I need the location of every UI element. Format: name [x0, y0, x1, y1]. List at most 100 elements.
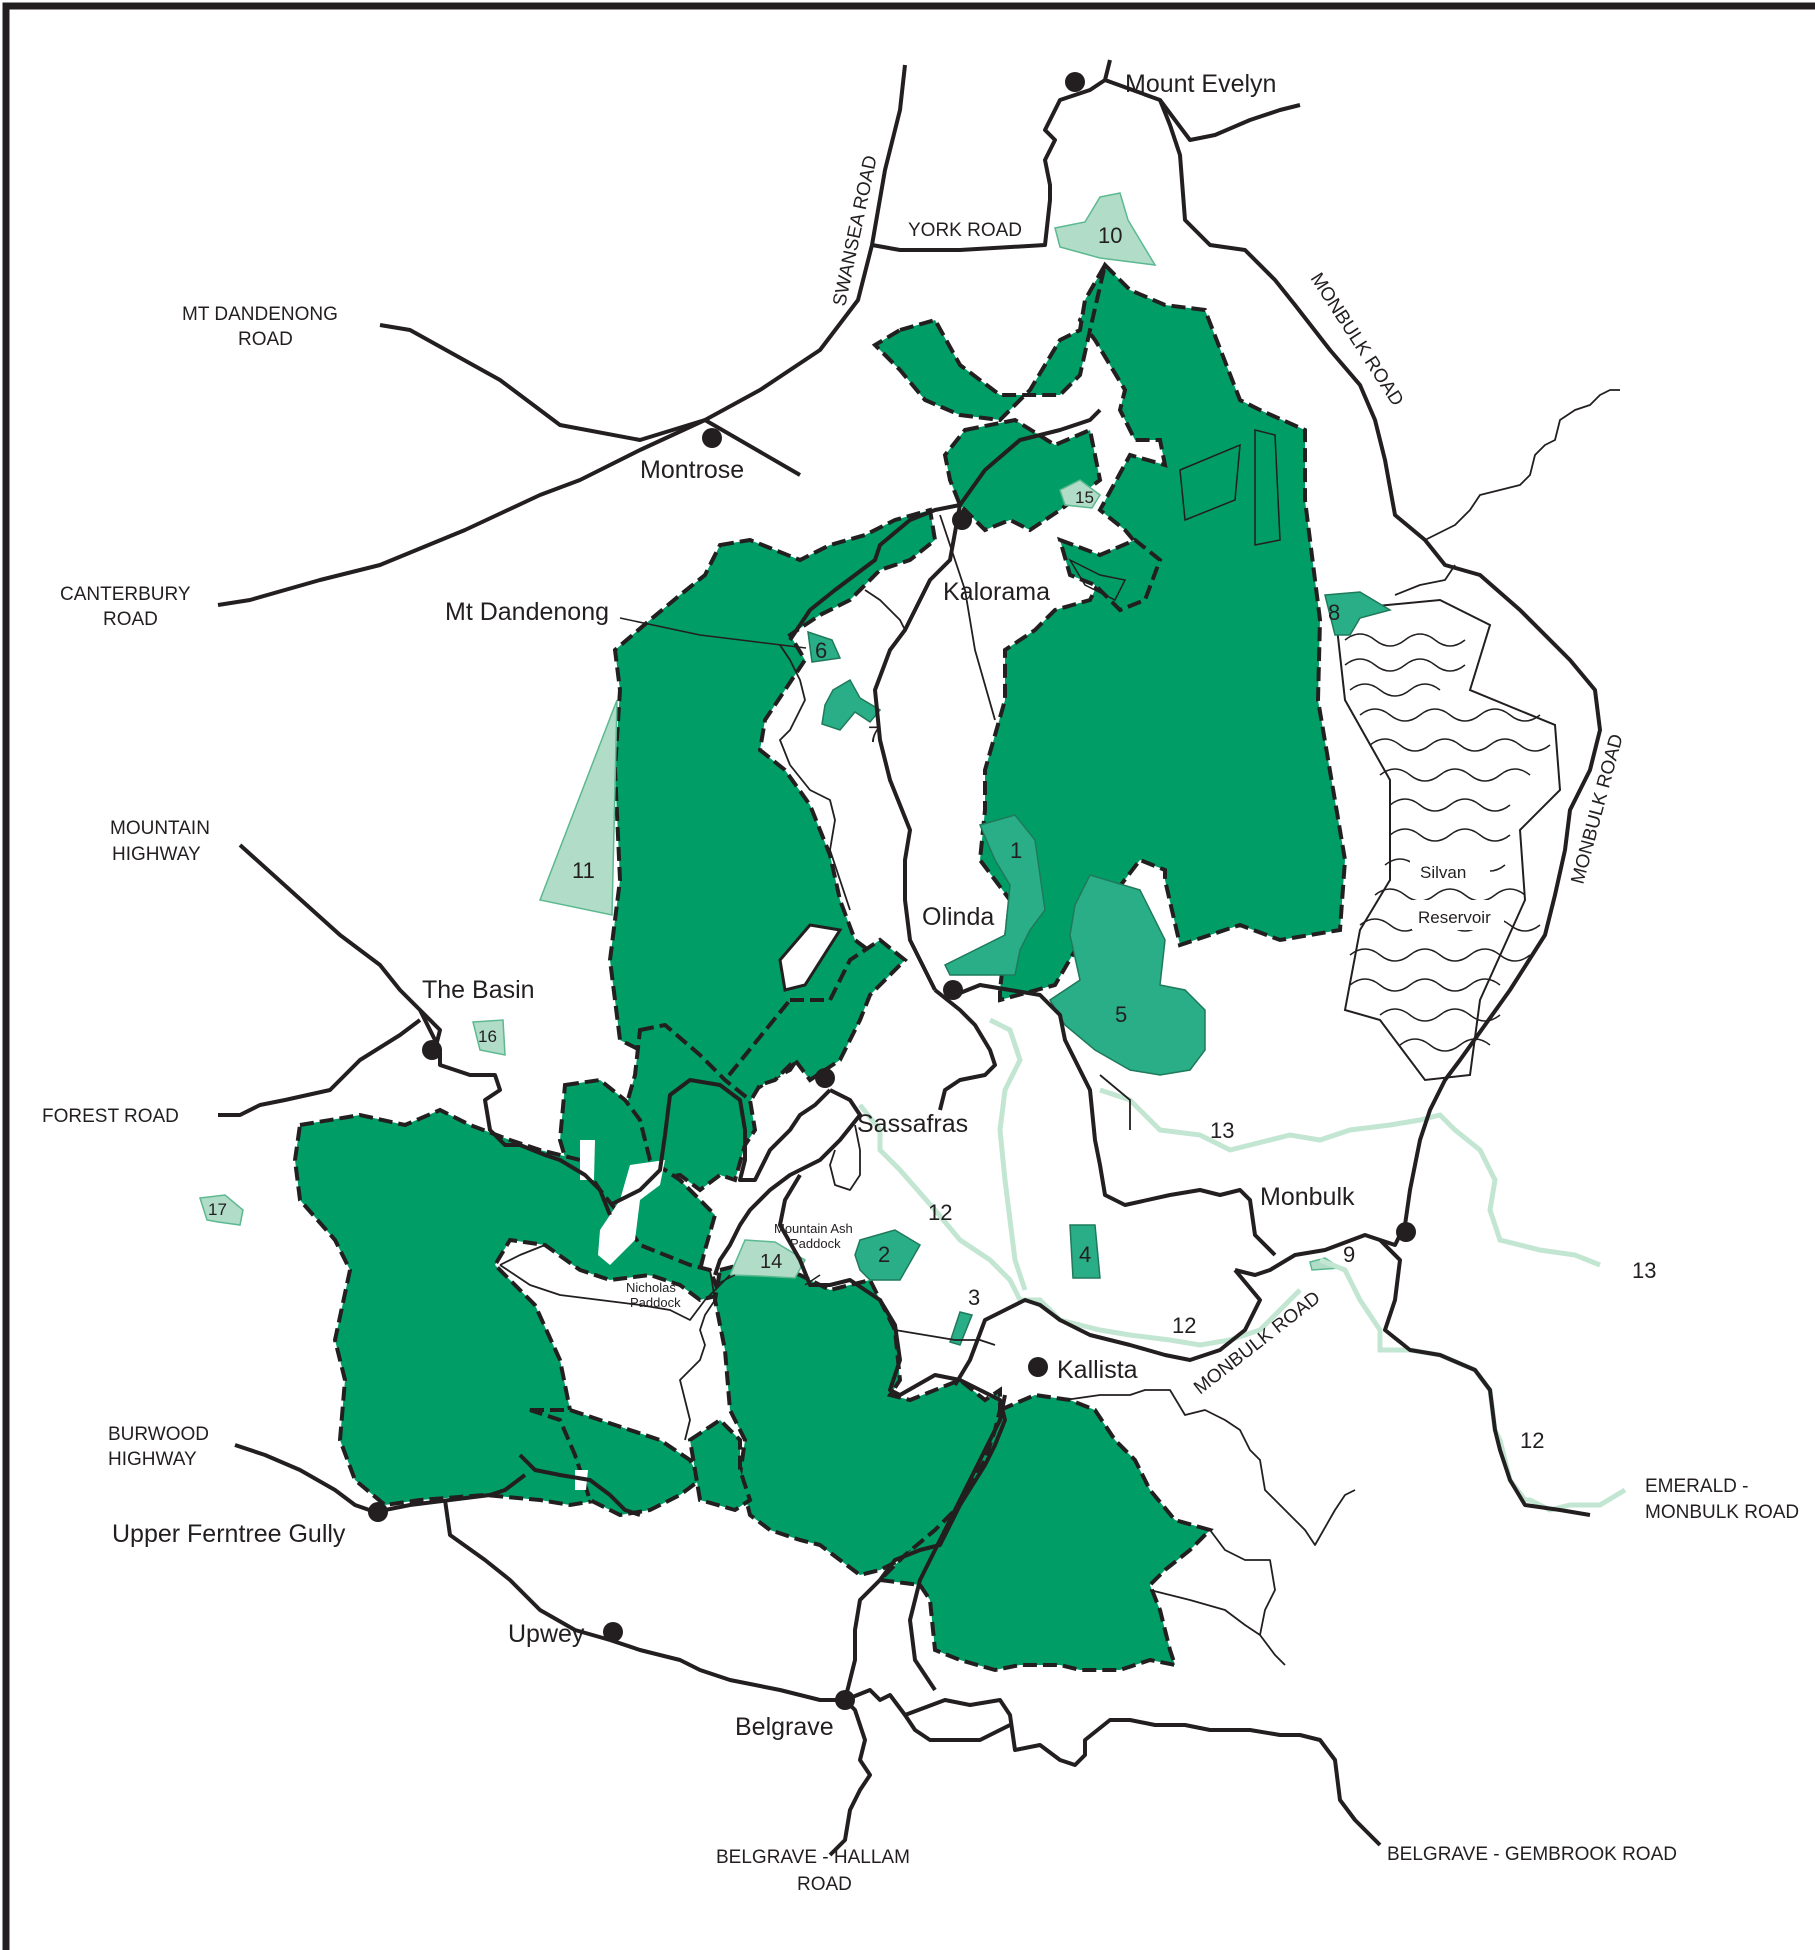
label-ferntree: Upper Ferntree Gully [112, 1520, 346, 1548]
town-labels: Mount Evelyn Montrose Kalorama Mt Danden… [112, 70, 1355, 1741]
label-canterbury-1: CANTERBURY [60, 584, 191, 605]
label-belgrave: Belgrave [735, 1713, 834, 1741]
road-monbulk-east [1378, 1238, 1591, 1517]
trail-12-east [1319, 1257, 1627, 1513]
park-south-strip [529, 1408, 703, 1518]
area-11 [538, 699, 618, 916]
area-7 [821, 678, 882, 731]
area-17 [199, 1194, 244, 1226]
dot-kalorama [952, 510, 972, 530]
dot-upwey [603, 1622, 623, 1642]
label-nicholas-2: Paddock [630, 1295, 681, 1310]
label-mountain-ash-2: Paddock [790, 1236, 841, 1251]
town-markers [368, 72, 1416, 1710]
area-5 [1048, 874, 1206, 1076]
road-monbulk-mid [1158, 98, 1301, 142]
park-holes [575, 429, 1281, 1490]
road-kalorama-olinda [788, 408, 1102, 642]
area-16 [472, 1019, 506, 1056]
road-olinda-south [933, 988, 997, 1111]
road-basin-sassafras [418, 1009, 612, 1216]
minor-roads [499, 389, 1620, 1666]
road-swansea [217, 64, 907, 607]
area-10 [1054, 192, 1157, 266]
area-6 [807, 630, 842, 663]
road-forest [218, 1018, 422, 1117]
label-forest-road: FOREST ROAD [42, 1106, 179, 1127]
road-kallista-south [908, 1394, 1007, 1692]
area-1 [943, 814, 1046, 976]
label-sassafras: Sassafras [857, 1110, 968, 1138]
label-upwey: Upwey [508, 1620, 585, 1648]
dot-monbulk [1396, 1222, 1416, 1242]
road-mt-dandenong-upper [379, 323, 802, 477]
park-ferntree [687, 1417, 753, 1513]
label-monbulk-road-right: MONBULK ROAD [1568, 732, 1628, 886]
area-label-11: 11 [572, 858, 595, 883]
trail-12-north [988, 1017, 1028, 1291]
park-kalorama [942, 417, 1103, 533]
label-burwood-1: BURWOOD [108, 1424, 209, 1445]
area-label-6: 6 [815, 638, 827, 663]
area-label-3: 3 [968, 1285, 980, 1310]
dot-belgrave [835, 1690, 855, 1710]
dot-olinda [943, 980, 963, 1000]
area-label-14: 14 [760, 1251, 782, 1273]
label-mt-dandenong-road-1: MT DANDENONG [182, 304, 338, 325]
dot-montrose [702, 428, 722, 448]
label-the-basin: The Basin [422, 976, 535, 1004]
label-emerald-2: MONBULK ROAD [1645, 1502, 1799, 1523]
label-burwood-2: HIGHWAY [108, 1449, 197, 1470]
area-label-16: 16 [478, 1027, 497, 1046]
label-silvan-2: Reservoir [1418, 908, 1491, 927]
light-green-areas [199, 192, 1343, 1279]
label-mountain-hwy-1: MOUNTAIN [110, 818, 210, 839]
area-label-12b: 12 [1172, 1313, 1196, 1338]
mid-green-areas [807, 591, 1392, 1346]
area-number-labels: 1 2 3 4 5 6 7 8 9 10 11 12 12 12 13 13 1… [208, 223, 1656, 1453]
label-monbulk: Monbulk [1260, 1183, 1355, 1211]
road-belgrave-north [843, 1578, 882, 1701]
dot-ferntree [368, 1502, 388, 1522]
label-mount-evelyn: Mount Evelyn [1125, 70, 1276, 98]
feature-labels: Silvan Reservoir [1418, 863, 1491, 927]
road-ferntree-belgrave [518, 1453, 641, 1517]
area-label-4: 4 [1079, 1242, 1091, 1267]
dot-basin [422, 1040, 442, 1060]
park-central-west [607, 507, 938, 1098]
road-sassafras-west [609, 1078, 832, 1207]
road-labels: SWANSEA ROAD YORK ROAD MT DANDENONG ROAD… [42, 154, 1799, 1895]
area-label-13a: 13 [1210, 1118, 1234, 1143]
trail-13 [1099, 1087, 1601, 1268]
area-label-5: 5 [1115, 1002, 1127, 1027]
paddock-labels: Mountain Ash Paddock Nicholas Paddock [626, 1221, 853, 1310]
road-tourist [778, 1173, 1007, 1582]
label-mountain-hwy-2: HIGHWAY [112, 844, 201, 865]
area-label-15: 15 [1075, 488, 1094, 507]
park-kalorama-east [1056, 536, 1163, 613]
road-olinda-monbulk [954, 983, 1277, 1257]
label-nicholas-1: Nicholas [626, 1280, 676, 1295]
dot-sassafras [815, 1068, 835, 1088]
label-kallista: Kallista [1057, 1356, 1138, 1384]
label-olinda: Olinda [922, 903, 994, 931]
national-park-areas [292, 261, 1348, 1673]
park-north-ridge [871, 264, 1107, 423]
label-montrose: Montrose [640, 456, 744, 484]
road-belgrave-line [443, 1499, 845, 1702]
area-label-12a: 12 [928, 1200, 952, 1225]
road-south-link [903, 1713, 1011, 1742]
major-roads [217, 59, 1602, 1857]
road-gembrook [844, 1688, 1382, 1847]
label-hallam-1: BELGRAVE - HALLAM [716, 1847, 910, 1868]
area-label-1: 1 [1010, 838, 1022, 863]
label-emerald-1: EMERALD - [1645, 1476, 1748, 1497]
area-8 [1324, 591, 1392, 636]
area-label-10: 10 [1098, 223, 1122, 248]
park-south-west [292, 1107, 723, 1508]
dot-kallista [1028, 1357, 1048, 1377]
area-4 [1069, 1224, 1101, 1279]
area-label-17: 17 [208, 1200, 227, 1219]
area-label-8: 8 [1328, 600, 1340, 625]
